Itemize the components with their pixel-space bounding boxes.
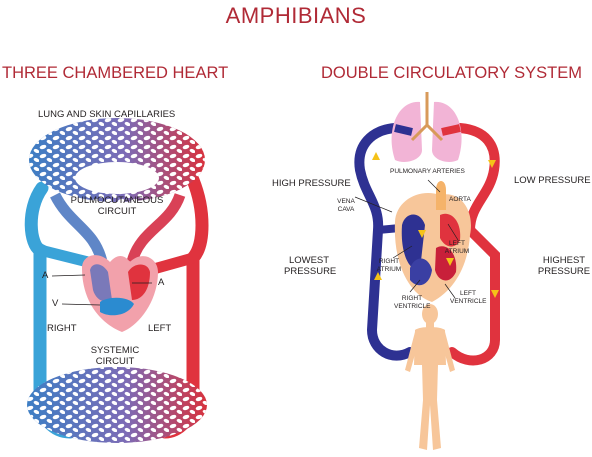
vena-cava-line1: VENA [337,198,355,205]
systemic-label-line1: SYSTEMIC [90,345,140,356]
right-ventricle-label: RIGHT VENTRICLE [394,295,430,310]
left-ventricle-line2: VENTRICLE [450,297,487,305]
left-ventricle-line1: LEFT [460,290,476,297]
left-atrium-line2: ATRIUM [444,247,470,255]
label-a-left-line [51,274,86,277]
deoxygenated-vessel-loop [354,123,415,361]
left-ventricle-chamber [435,246,457,281]
pulmocutaneous-label-line1: PULMOCUTANEOUS [70,195,164,206]
right-atrium-label: RIGHT ATRIUM [374,258,404,273]
highest-pressure-label: HIGHEST PRESSURE [536,255,592,277]
lowest-pressure-line1: LOWEST [288,255,330,266]
vena-cava-line2: CAVA [337,205,355,213]
right-atrium-line1: RIGHT [378,258,400,265]
low-pressure-label: LOW PRESSURE [514,175,591,186]
capillaries-label: LUNG AND SKIN CAPILLARIES [38,109,176,120]
ventricle-label: V [52,298,59,309]
right-ventricle-line1: RIGHT [401,295,423,302]
left-atrium-label: LEFT ATRIUM [442,240,472,255]
left-side-label: LEFT [148,323,172,334]
pulmocutaneous-label: PULMOCUTANEOUS CIRCUIT [65,195,169,217]
right-subtitle: DOUBLE CIRCULATORY SYSTEM [321,64,583,82]
oxygenated-vessel-loop [447,123,500,366]
systemic-label-line2: CIRCUIT [95,356,135,367]
left-atrium-line1: LEFT [449,240,465,247]
left-ventricle-label: LEFT VENTRICLE [450,290,486,305]
three-chambered-heart-diagram [24,118,209,443]
right-ventricle-line2: VENTRICLE [394,302,431,310]
highest-pressure-line1: HIGHEST [542,255,586,266]
lowest-pressure-line2: PRESSURE [284,266,337,277]
ventricle-chamber [100,297,134,316]
vena-cava-label: VENA CAVA [334,198,358,213]
human-body-icon [405,304,455,450]
aorta-label: AORTA [449,196,471,203]
right-atrium-line2: ATRIUM [376,265,402,273]
pulmocutaneous-left-vessel [50,192,108,264]
label-v-line [61,303,101,306]
capillary-cells-bottom [27,367,207,443]
right-ventricle-chamber [410,258,432,286]
high-pressure-label: HIGH PRESSURE [272,178,351,189]
pulmocutaneous-label-bg [75,162,159,194]
atrium-left-label: A [42,270,49,281]
pulmocutaneous-right-vessel [126,192,186,264]
pulmonary-arteries-label: PULMONARY ARTERIES [390,168,465,175]
trachea [410,92,444,142]
left-atrium-chamber-b [440,213,461,247]
atrium-right-label: A [158,277,165,288]
lowest-pressure-label: LOWEST PRESSURE [284,255,337,277]
double-circulatory-diagram [354,92,500,450]
systemic-left-vessel [38,244,90,268]
highest-pressure-line2: PRESSURE [537,266,591,277]
pulmocutaneous-label-line2: CIRCUIT [97,206,137,217]
systemic-label: SYSTEMIC CIRCUIT [75,345,155,367]
pulmonary-vein-vessel [441,124,461,136]
left-atrium-chamber [128,264,150,300]
heart-chambers [90,264,112,302]
right-atrium-chamber [401,214,425,271]
pulmonary-artery-vessel [394,124,413,136]
label-pointers [354,179,459,299]
flow-arrows [372,152,499,298]
page-title: AMPHIBIANS [225,3,367,28]
right-side-label: RIGHT [47,323,77,334]
left-subtitle: THREE CHAMBERED HEART [2,64,229,82]
aorta-stem [436,181,446,210]
